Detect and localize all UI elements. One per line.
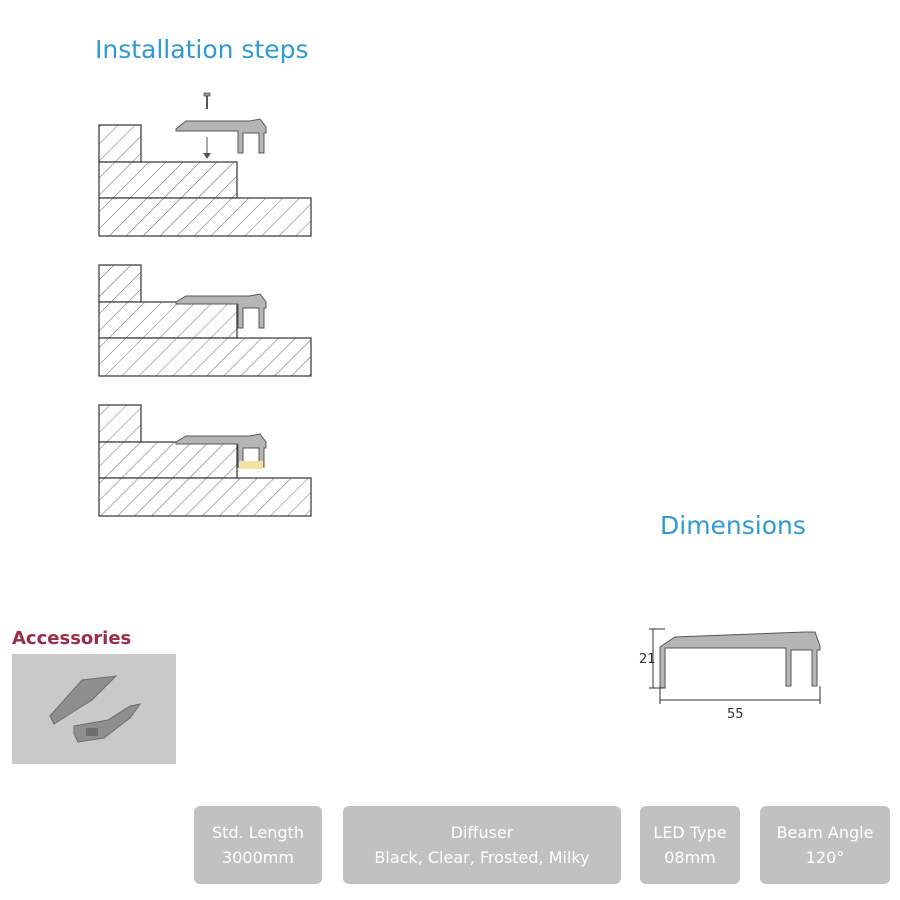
spec-label: Beam Angle bbox=[776, 823, 874, 842]
spec-value: 3000mm bbox=[222, 848, 294, 867]
installation-step-1 bbox=[98, 92, 312, 237]
spec-value: 120° bbox=[805, 848, 845, 867]
spec-std-length: Std. Length 3000mm bbox=[194, 806, 322, 884]
spec-beam-angle: Beam Angle 120° bbox=[760, 806, 890, 884]
accessories-heading: Accessories bbox=[12, 628, 132, 649]
dimensions-heading: Dimensions bbox=[660, 511, 806, 540]
spec-value: 08mm bbox=[664, 848, 716, 867]
height-dimension-label: 21 bbox=[639, 652, 656, 667]
led-strip bbox=[239, 461, 263, 469]
spec-value: Black, Clear, Frosted, Milky bbox=[374, 848, 590, 867]
installation-step-3 bbox=[98, 404, 312, 517]
screw-icon bbox=[203, 92, 211, 109]
arrow-down-icon bbox=[203, 137, 211, 159]
width-dimension-label: 55 bbox=[727, 707, 744, 722]
installation-diagram bbox=[98, 92, 312, 517]
installation-step-2 bbox=[98, 264, 312, 377]
installation-steps-heading: Installation steps bbox=[95, 35, 309, 64]
spec-label: Diffuser bbox=[450, 823, 514, 842]
accessories-image bbox=[12, 654, 176, 764]
dimensions-diagram: 21 55 bbox=[639, 628, 821, 722]
spec-label: LED Type bbox=[653, 823, 727, 842]
spec-label: Std. Length bbox=[212, 823, 304, 842]
spec-led-type: LED Type 08mm bbox=[640, 806, 740, 884]
spec-diffuser: Diffuser Black, Clear, Frosted, Milky bbox=[343, 806, 621, 884]
